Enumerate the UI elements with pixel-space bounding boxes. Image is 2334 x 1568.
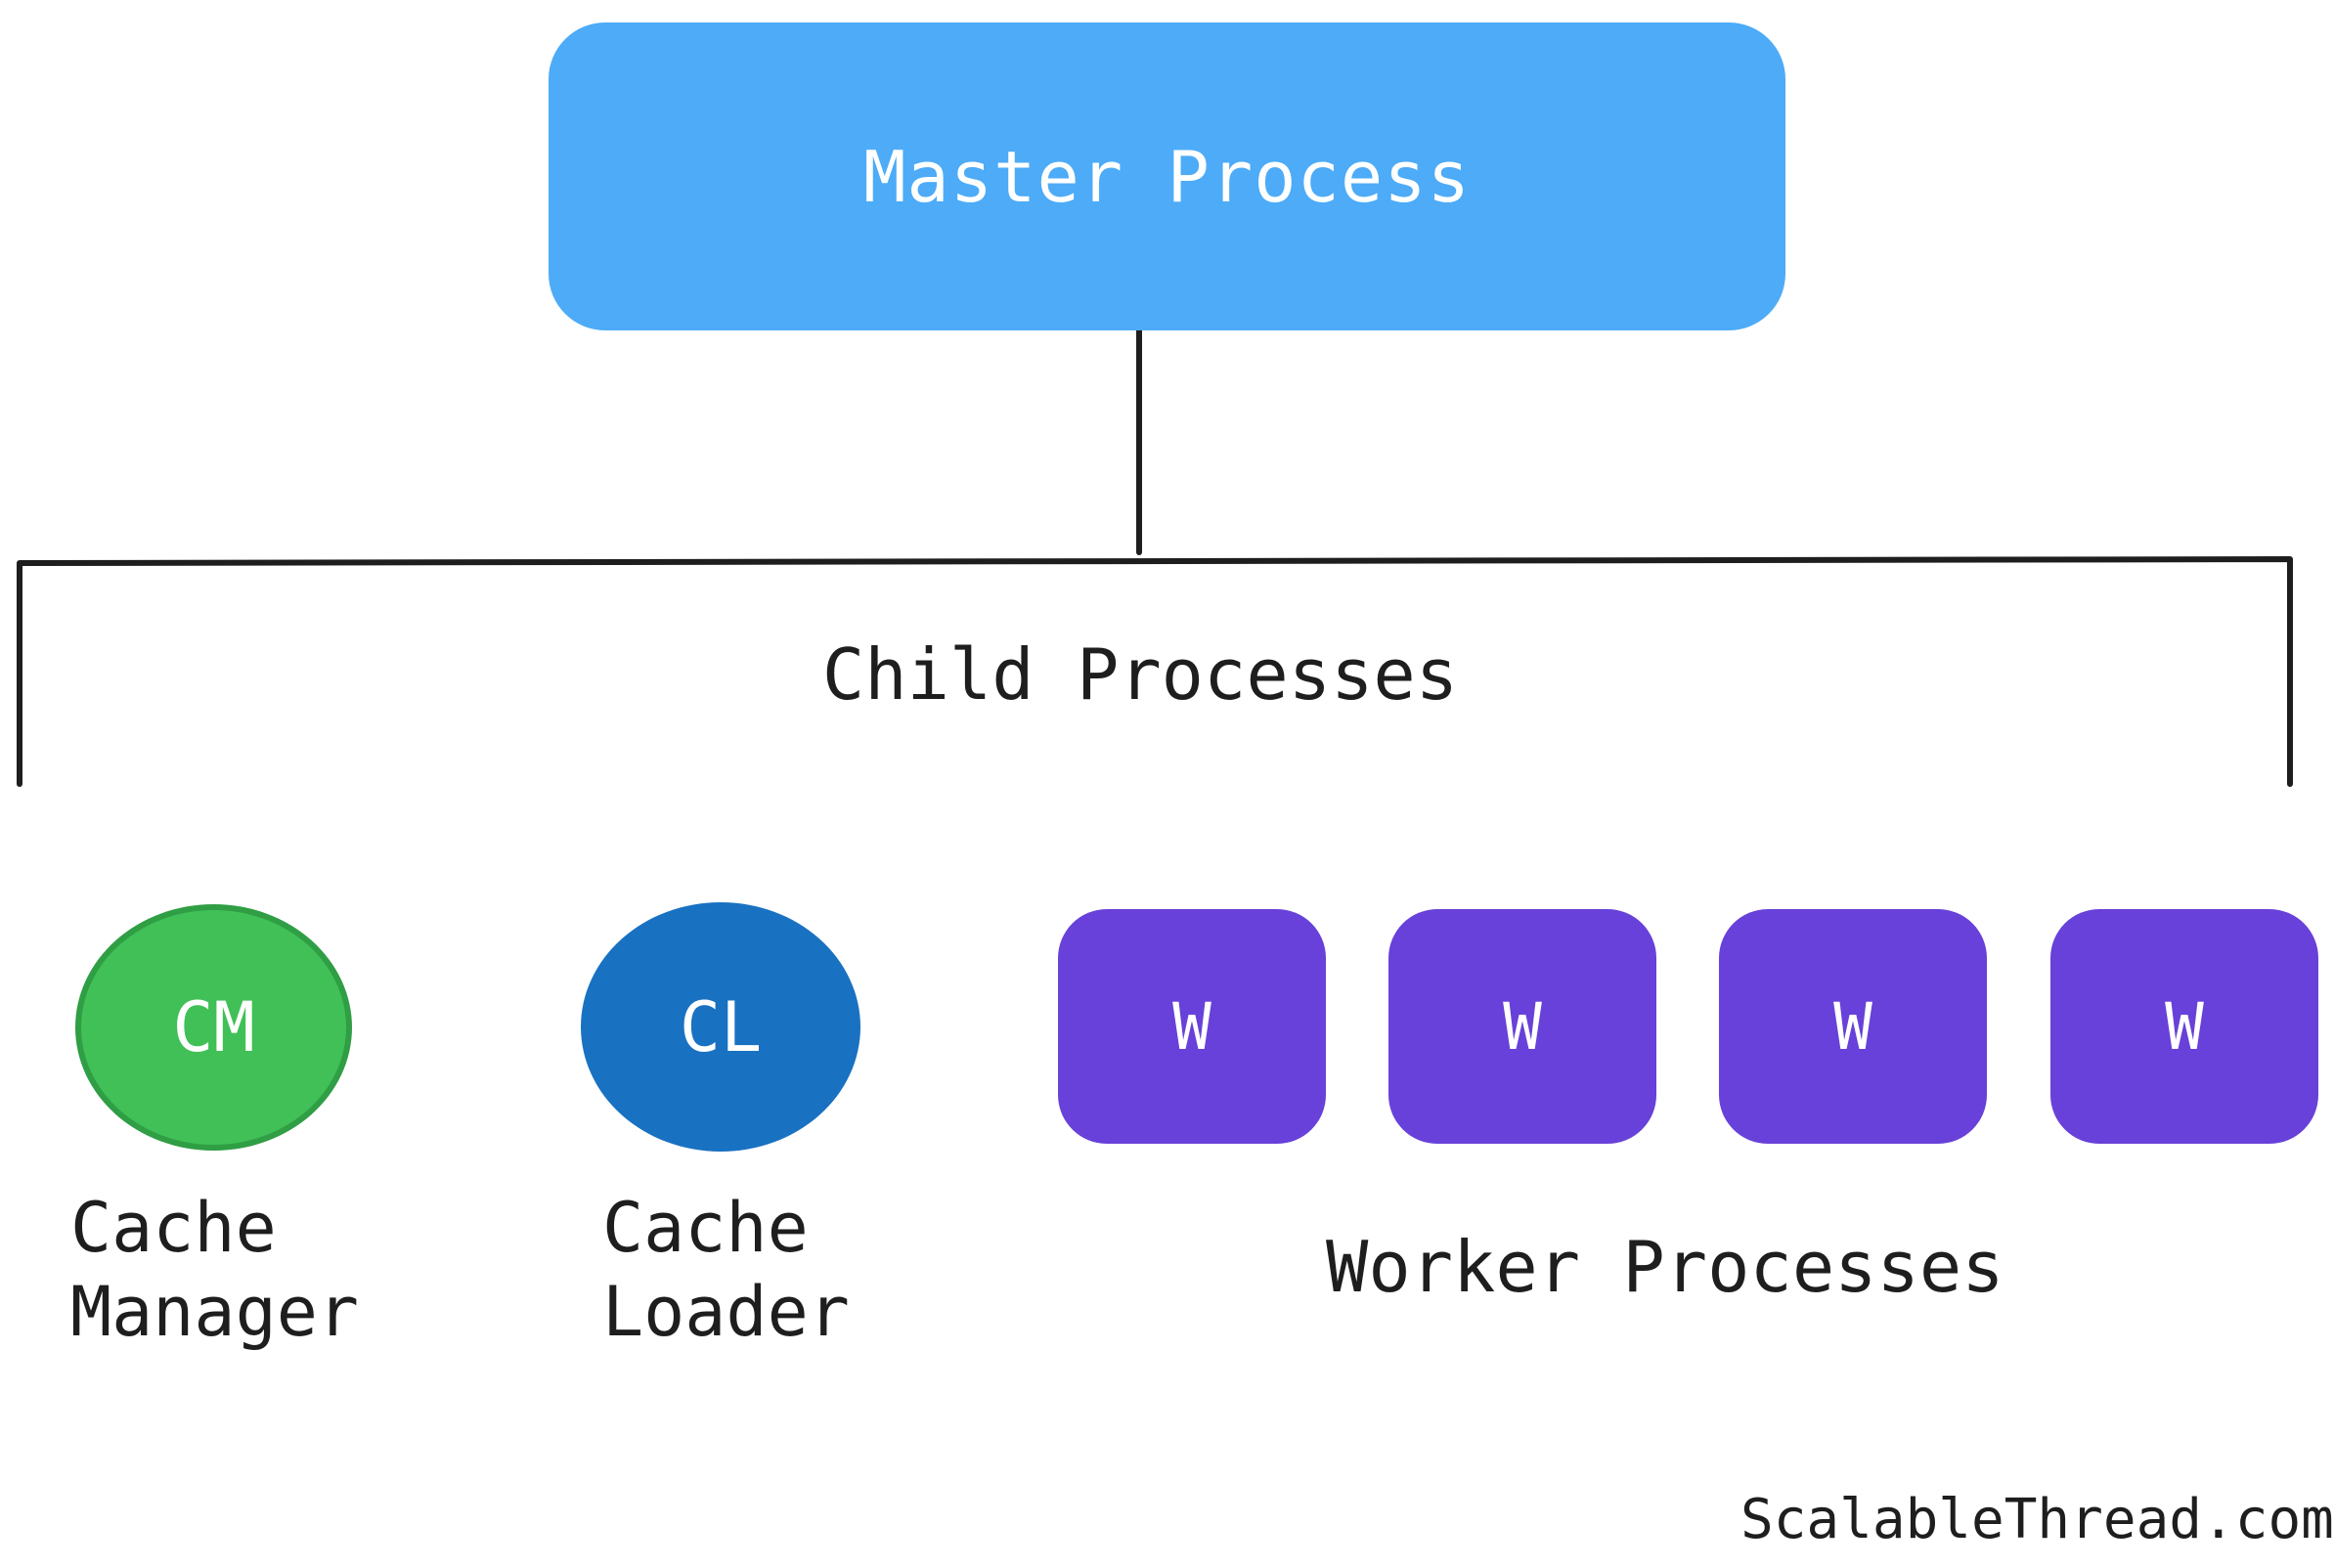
child-processes-label: Child Processes <box>821 633 1459 716</box>
cache-loader-abbr: CL <box>679 986 763 1067</box>
child-processes-bracket <box>17 556 2293 787</box>
cache-manager-abbr: CM <box>172 987 255 1067</box>
master-process-label: Master Process <box>863 135 1471 218</box>
worker-abbr: W <box>1503 988 1542 1065</box>
cache-loader-node: CL <box>581 902 860 1152</box>
worker-abbr: W <box>1172 988 1211 1065</box>
cache-manager-node: CM <box>75 904 352 1151</box>
worker-node: W <box>1719 909 1987 1144</box>
footer-credit: ScalableThread.com <box>1740 1488 2334 1551</box>
master-process-box: Master Process <box>549 22 1785 330</box>
worker-node: W <box>2050 909 2318 1144</box>
worker-node: W <box>1058 909 1326 1144</box>
worker-node: W <box>1388 909 1656 1144</box>
worker-processes-label: Worker Processes <box>1326 1226 2004 1308</box>
cache-loader-label: Cache Loader <box>602 1188 850 1352</box>
cache-manager-label: Cache Manager <box>70 1188 360 1352</box>
worker-abbr: W <box>2165 988 2204 1065</box>
worker-abbr: W <box>1833 988 1872 1065</box>
